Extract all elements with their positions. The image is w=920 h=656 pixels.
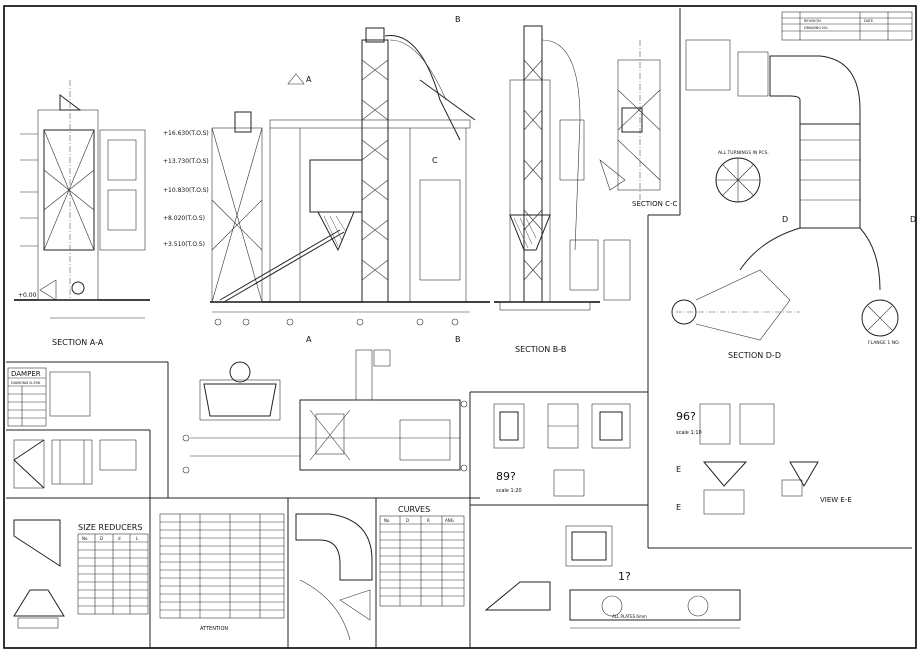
elevation-3: +10.830(T.O.S): [163, 187, 209, 194]
title-block-rev: REVISION: [804, 19, 821, 23]
section-cc-view: SECTION C-C: [599, 40, 677, 208]
detail-89-scale: scale 1:20: [496, 488, 522, 494]
section-cc-label: SECTION C-C: [632, 200, 677, 208]
damper-title: DAMPER: [11, 370, 41, 378]
sheet-frame: [3, 5, 917, 649]
reducers-header-l: L: [136, 536, 139, 541]
section-bb-label: SECTION B-B: [515, 345, 566, 354]
view-ee-label: VIEW E-E: [820, 496, 852, 504]
reducers-header-no: No: [82, 536, 88, 541]
section-mark-b-top: B: [455, 15, 461, 24]
size-reducers-table: SIZE REDUCERS No D d L: [13, 519, 149, 629]
curves-header-no: No: [384, 518, 390, 523]
flange-note: FLANGE 1 NO.: [868, 340, 900, 346]
section-dd-view: SECTION D-D D D ALL TURNINGS IN PCS. FLA…: [671, 39, 916, 360]
section-mark-a-bottom: A: [306, 335, 312, 344]
section-mark-d-right: D: [910, 215, 916, 224]
curves-detail: CURVES No D R ANG: [295, 505, 465, 641]
section-bb-view: SECTION B-B: [494, 25, 631, 354]
section-mark-b-bottom: B: [455, 335, 461, 344]
ground-level-label: +0.00: [18, 292, 37, 299]
detail-96-label: 96?: [676, 410, 696, 423]
attention-note: ATTENTION: [200, 626, 228, 632]
section-mark-e-top: E: [676, 465, 681, 474]
reducers-header-d: D: [100, 536, 103, 541]
size-reducers-title: SIZE REDUCERS: [78, 523, 142, 532]
curves-header-r: R: [427, 518, 430, 523]
title-block: REVISION DATE DRAWING NO.: [781, 11, 913, 41]
section-aa-view: +0.00 SECTION A-A: [14, 80, 150, 347]
detail-89: 89? scale 1:20: [493, 403, 631, 497]
elevation-4: +8.020(T.O.S): [163, 215, 205, 222]
section-mark-e-bottom: E: [676, 503, 681, 512]
damper-subtitle: DIAMOND D-396: [11, 381, 40, 385]
detail-96-scale: scale 1:10: [676, 430, 702, 436]
section-mark-a-top: A: [306, 75, 312, 84]
reducers-header-d-small: d: [118, 536, 121, 541]
elevation-2: +13.730(T.O.S): [163, 158, 209, 165]
fabrication-list-table: ATTENTION: [159, 513, 285, 632]
title-block-drawing-no: DRAWING NO.: [804, 26, 828, 30]
curves-title: CURVES: [398, 505, 430, 514]
section-mark-d-left: D: [782, 215, 788, 224]
plan-view: [182, 349, 468, 474]
detail-1-label: 1?: [618, 570, 631, 583]
detail-1: 1? ALL PLATES 6mm: [484, 525, 741, 629]
elevation-5: +3.510(T.O.S): [163, 241, 205, 248]
turnings-note: ALL TURNINGS IN PCS.: [718, 150, 769, 156]
plates-note: ALL PLATES 6mm: [612, 614, 647, 619]
curves-header-d: D: [406, 518, 409, 523]
elevation-1: +16.630(T.O.S): [163, 130, 209, 137]
section-dd-label: SECTION D-D: [728, 351, 781, 360]
section-mark-c: C: [432, 156, 438, 165]
section-aa-label: SECTION A-A: [52, 338, 104, 347]
damper-table: DAMPER DIAMOND D-396: [7, 367, 137, 489]
curves-header-ang: ANG: [445, 518, 454, 523]
detail-89-label: 89?: [496, 470, 516, 483]
detail-96: 96? scale 1:10 E E VIEW E-E: [676, 403, 852, 515]
title-block-date: DATE: [864, 19, 873, 23]
main-elevation-view: +16.630(T.O.S) +13.730(T.O.S) +10.830(T.…: [163, 15, 490, 344]
